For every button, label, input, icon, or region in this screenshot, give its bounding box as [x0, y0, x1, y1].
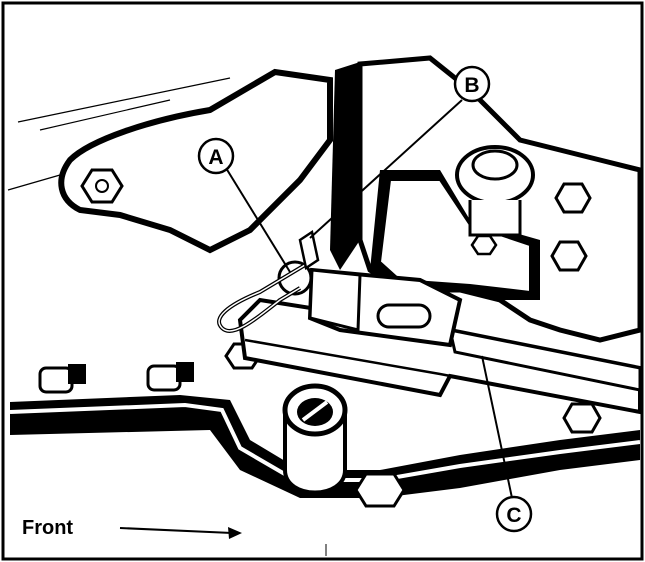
slotted-block	[307, 267, 463, 348]
hex-bolt-right-2	[550, 240, 588, 272]
vertical-bracket	[330, 62, 360, 270]
callout-b: B	[453, 65, 491, 103]
hex-nut-lower-center	[354, 472, 406, 508]
hex-nut-lower-right	[562, 402, 602, 434]
hex-nut-small	[470, 234, 498, 256]
front-direction-indicator: Front	[22, 517, 242, 539]
front-label: Front	[22, 517, 73, 539]
callout-a-label: A	[208, 146, 223, 169]
callout-b-label: B	[464, 74, 479, 97]
stud-left-1	[38, 364, 86, 394]
callout-c: C	[495, 495, 533, 533]
lever-bar-edge	[244, 338, 641, 414]
callout-leaders	[225, 99, 513, 499]
callout-c-label: C	[506, 504, 521, 527]
stud-left-2	[146, 362, 194, 392]
leader-c	[481, 355, 513, 499]
background-panel-lines	[7, 77, 231, 191]
leader-a	[225, 167, 291, 273]
callout-a: A	[197, 137, 235, 175]
arrow-right-icon	[119, 527, 242, 539]
base-frame-dark	[10, 395, 640, 498]
hex-bolt-top-left	[80, 168, 124, 204]
hub-assembly	[455, 145, 535, 237]
clip-pin	[217, 229, 320, 334]
leader-b	[309, 99, 463, 239]
round-shaft	[282, 383, 348, 495]
lever-rod	[448, 328, 642, 392]
hex-bolt-right-1	[554, 182, 592, 214]
housing-face	[378, 179, 531, 294]
mounting-plate	[58, 68, 333, 254]
